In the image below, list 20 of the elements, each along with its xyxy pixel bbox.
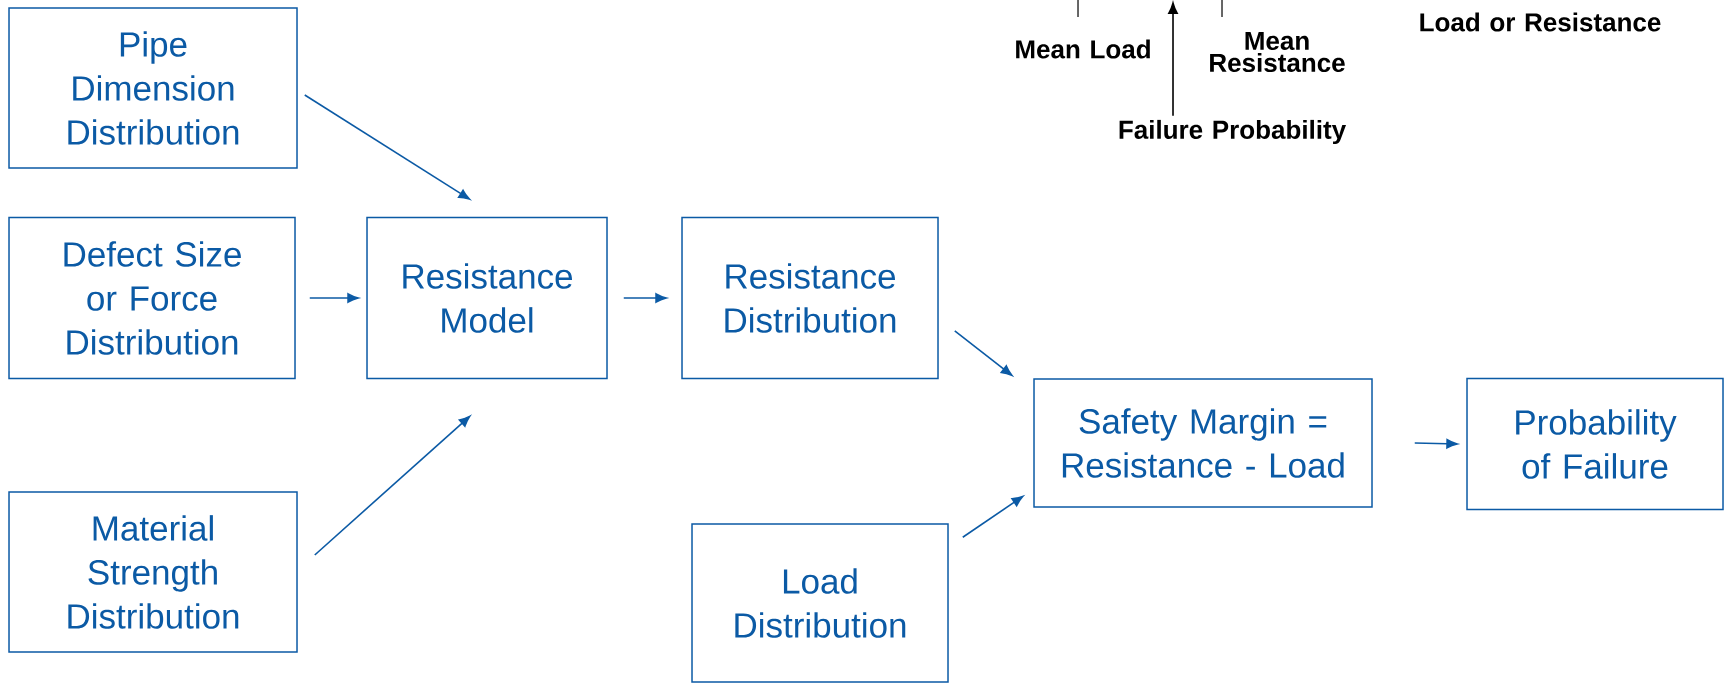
process-box: Pipe Dimension Distribution xyxy=(8,7,298,169)
arrow xyxy=(622,293,667,303)
chart-label: Load or Resistance xyxy=(1420,12,1661,32)
arrow xyxy=(1168,2,1178,117)
process-box: Defect Size or Force Distribution xyxy=(8,216,296,380)
chart-label: Mean Load xyxy=(1016,39,1150,59)
process-box: Resistance Model xyxy=(366,216,608,380)
chart-label: Mean Resistance xyxy=(1210,31,1345,73)
process-box: Load Distribution xyxy=(691,523,949,683)
arrow xyxy=(953,330,1013,377)
annotation-text: Failure Probability xyxy=(1119,119,1346,145)
process-box: Safety Margin = Resistance - Load xyxy=(1033,378,1373,508)
process-box: Probability of Failure xyxy=(1466,377,1724,511)
arrow xyxy=(313,415,471,556)
arrow xyxy=(961,495,1024,539)
arrow xyxy=(308,293,359,303)
process-box: Resistance Distribution xyxy=(681,216,939,380)
arrow xyxy=(1413,438,1458,449)
arrow xyxy=(303,94,471,200)
process-box: Material Strength Distribution xyxy=(8,491,298,653)
